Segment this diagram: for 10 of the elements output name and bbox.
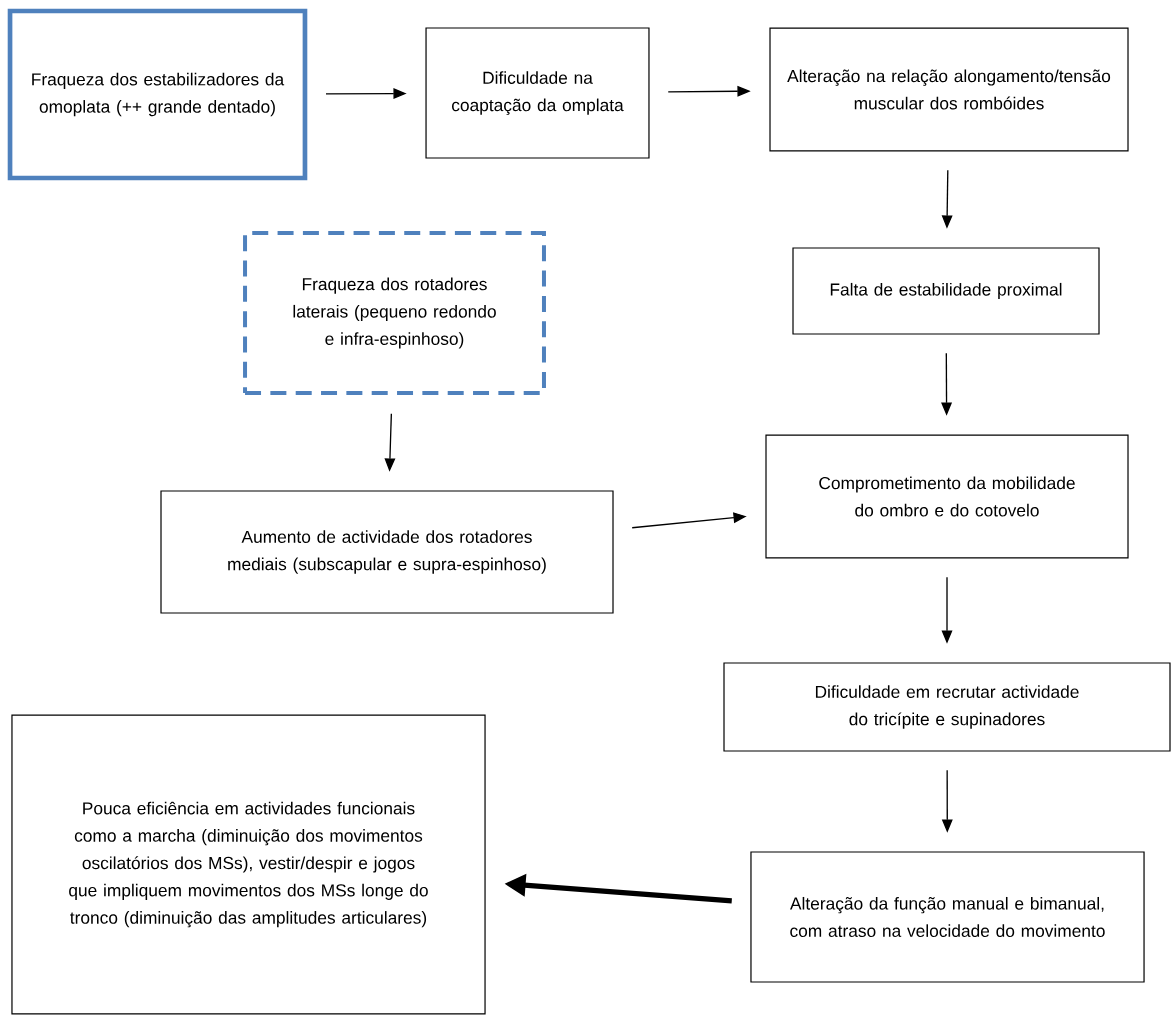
process-box: Dificuldade em recrutar actividade do tricípite e supinadores [723, 662, 1171, 752]
process-box: Aumento de actividade dos rotadores mediais (subscapular e supra-espinhoso) [160, 490, 614, 614]
process-box: Pouca eficiência em actividades funcionais como a marcha (diminuição dos movimentos oscilatórios dos MSs), vestir/despir e jogos que impliquem movimentos dos MSs longe do tronco (diminuição das amplitudes articulares) [11, 714, 486, 1015]
process-box: Fraqueza dos estabilizadores da omoplata (++ grande dentado) [7, 8, 308, 181]
process-box: Alteração da função manual e bimanual, com atraso na velocidade do movimento [750, 851, 1145, 983]
process-box: Alteração na relação alongamento/tensão muscular dos rombóides [769, 27, 1129, 152]
dashed-box: Fraqueza dos rotadores laterais (pequeno redondo e infra-espinhoso) [243, 231, 546, 395]
process-box: Dificuldade na coaptação da omplata [425, 27, 650, 159]
process-box: Falta de estabilidade proximal [792, 247, 1100, 335]
process-box: Comprometimento da mobilidade do ombro e do cotovelo [765, 434, 1129, 559]
